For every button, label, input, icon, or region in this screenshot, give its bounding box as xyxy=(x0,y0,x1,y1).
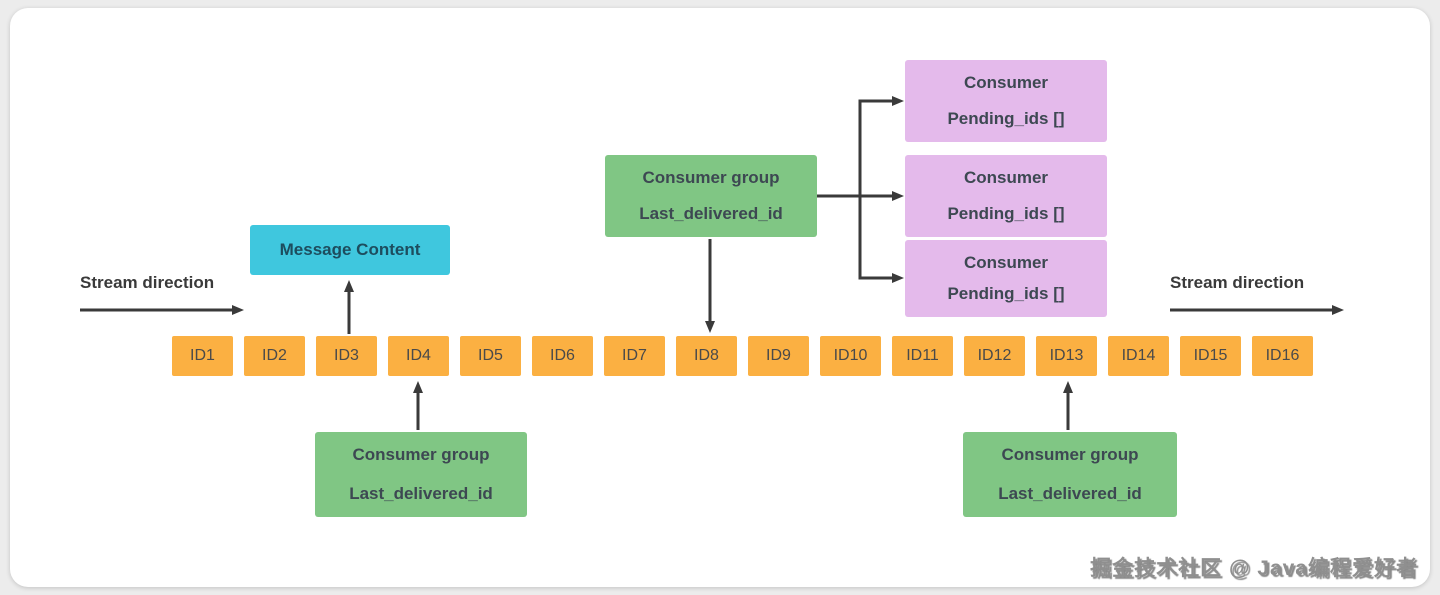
message-content-label: Message Content xyxy=(279,240,421,259)
stream-id-row: ID1 ID2 ID3 ID4 ID5 ID6 ID7 ID8 ID9 ID10… xyxy=(172,336,1313,376)
stream-id-box-10: ID10 xyxy=(820,336,881,376)
consumer-3-field: Pending_ids [] xyxy=(947,284,1065,303)
stream-id-box-6: ID6 xyxy=(532,336,593,376)
consumer-group-top-box: Consumer group Last_delivered_id xyxy=(605,155,817,237)
consumer-group-bottom-left-title: Consumer group xyxy=(352,445,490,464)
stream-direction-left-label: Stream direction xyxy=(80,273,215,292)
consumer-3-title: Consumer xyxy=(963,253,1049,272)
stream-id-box-11: ID11 xyxy=(892,336,953,376)
diagram-card xyxy=(10,8,1430,587)
stream-id-box-13: ID13 xyxy=(1036,336,1097,376)
stream-id-box-16: ID16 xyxy=(1252,336,1313,376)
stream-id-box-1: ID1 xyxy=(172,336,233,376)
consumer-1-field: Pending_ids [] xyxy=(947,109,1065,128)
consumer-2-field: Pending_ids [] xyxy=(947,204,1065,223)
stream-id-box-14: ID14 xyxy=(1108,336,1169,376)
consumer-box-3: Consumer Pending_ids [] xyxy=(905,240,1107,317)
message-content-box: Message Content xyxy=(250,225,450,275)
stream-id-box-5: ID5 xyxy=(460,336,521,376)
stream-direction-right-label: Stream direction xyxy=(1170,273,1305,292)
consumer-group-bottom-left-field: Last_delivered_id xyxy=(349,484,493,503)
consumer-2-title: Consumer xyxy=(963,168,1049,187)
consumer-group-bottom-right-box: Consumer group Last_delivered_id xyxy=(963,432,1177,517)
stream-id-box-4: ID4 xyxy=(388,336,449,376)
stream-id-box-3: ID3 xyxy=(316,336,377,376)
consumer-group-bottom-left-box: Consumer group Last_delivered_id xyxy=(315,432,527,517)
stream-id-box-15: ID15 xyxy=(1180,336,1241,376)
stream-id-box-2: ID2 xyxy=(244,336,305,376)
stream-id-box-9: ID9 xyxy=(748,336,809,376)
consumer-1-title: Consumer xyxy=(963,73,1049,92)
watermark: 掘金技术社区 @ Java编程爱好者 xyxy=(1090,557,1418,580)
consumer-box-1: Consumer Pending_ids [] xyxy=(905,60,1107,142)
consumer-group-bottom-right-title: Consumer group xyxy=(1001,445,1139,464)
stream-id-box-8: ID8 xyxy=(676,336,737,376)
consumer-group-top-title: Consumer group xyxy=(642,168,780,187)
stream-id-box-7: ID7 xyxy=(604,336,665,376)
stream-id-box-12: ID12 xyxy=(964,336,1025,376)
consumer-box-2: Consumer Pending_ids [] xyxy=(905,155,1107,237)
consumer-group-top-field: Last_delivered_id xyxy=(639,204,783,223)
consumer-group-bottom-right-field: Last_delivered_id xyxy=(998,484,1142,503)
